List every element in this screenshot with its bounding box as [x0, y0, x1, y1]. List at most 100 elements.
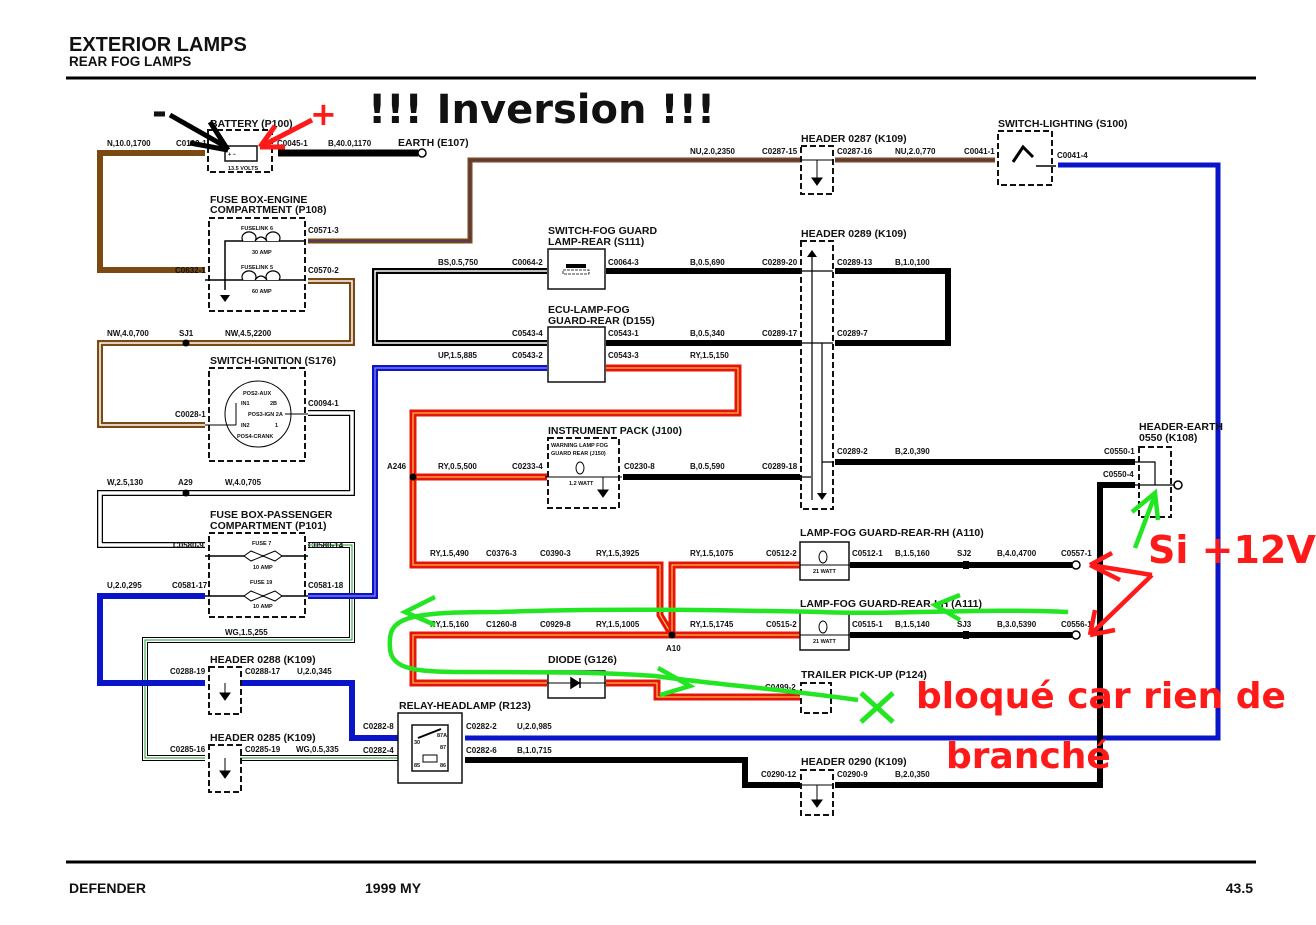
wire-labels: N,10.0,1700 B,40.0,1170 NW,4.0,700 NW,4.… [107, 139, 1037, 779]
switch-icon [566, 264, 586, 268]
relay-pin-87: 87 [440, 745, 446, 751]
ecu-label-2: GUARD-REAR (D155) [548, 315, 655, 327]
splice-label: SJ1 [179, 329, 194, 338]
fuse-icon [243, 590, 283, 602]
header0289-label: HEADER 0289 (K109) [801, 228, 907, 240]
wire-label: RY,1.5,3925 [596, 549, 640, 558]
wire-nw-tracer [99, 280, 353, 426]
connector-label: C0287-16 [837, 147, 873, 156]
connector-label: C0289-18 [762, 462, 798, 471]
connector-label: C0929-8 [540, 620, 571, 629]
switch-fog-box [547, 248, 606, 290]
wire-label: B,0.5,690 [690, 258, 725, 267]
connector-label: C0233-4 [512, 462, 543, 471]
connector-label: C0556-1 [1061, 620, 1092, 629]
header0290-box [800, 769, 834, 816]
fuselink-icon [241, 270, 281, 281]
connector-label: C0289-17 [762, 329, 798, 338]
wire-u-345 [240, 680, 398, 741]
footer-model: DEFENDER [69, 880, 146, 896]
ign-in1: IN1 [241, 401, 250, 407]
header0287-label: HEADER 0287 (K109) [801, 133, 907, 145]
splice-sj1 [182, 339, 190, 347]
bulb-icon [818, 620, 828, 634]
connector-label: C0290-9 [837, 770, 868, 779]
header0287-box [800, 145, 834, 195]
splice-a29 [182, 489, 190, 497]
diagram-subtitle: REAR FOG LAMPS [69, 54, 191, 69]
connector-label: C0028-1 [175, 410, 206, 419]
ground-arrow-icon [597, 477, 609, 498]
connector-label: C0282-8 [363, 722, 394, 731]
ground-arrow-icon [219, 683, 231, 779]
splice-sj3 [963, 631, 969, 639]
relay-pin-86: 86 [440, 763, 446, 769]
relay-pin-87a: 87A [437, 733, 447, 739]
wire-label: NW,4.0,700 [107, 329, 149, 338]
connector-label: C0543-3 [608, 351, 639, 360]
battery-terminals: + − [228, 152, 236, 158]
fusebox-passenger-label: FUSE BOX-PASSENGER [210, 509, 333, 521]
header0285-box [208, 744, 242, 793]
switch-fog-label: SWITCH-FOG GUARD [548, 225, 657, 237]
wire-b-715 [465, 757, 800, 788]
wire-label: BS,0.5,750 [438, 258, 479, 267]
connector-label: C0557-1 [1061, 549, 1092, 558]
connector-label: C0094-1 [308, 399, 339, 408]
instrument-label: INSTRUMENT PACK (J100) [548, 425, 682, 437]
wire-label: WG,1.5,255 [225, 628, 268, 637]
wire-label: U,2.0,985 [517, 722, 552, 731]
watt12-label: 1.2 WATT [569, 481, 594, 487]
components: + − BATTERY (P100) 13.5 VOLTS EARTH (E10… [205, 118, 1223, 816]
wire-ry-group [409, 364, 800, 701]
splice-label: A29 [178, 478, 193, 487]
wire-label: U,2.0,295 [107, 581, 142, 590]
wire-w-core [98, 411, 354, 547]
wire-label: NW,4.5,2200 [225, 329, 272, 338]
splice-label: A10 [666, 644, 681, 653]
wire-ry-tracer [412, 367, 739, 636]
battery-volts: 13.5 VOLTS [228, 166, 258, 172]
footer-year: 1999 MY [365, 880, 422, 896]
connector-label: C0515-1 [852, 620, 883, 629]
connector-label: C0512-1 [852, 549, 883, 558]
earth-eyelet-icon [1173, 480, 1183, 490]
red-arrow-icon [257, 117, 314, 150]
red-arrows-icon [1087, 551, 1154, 638]
relay-pin-85: 85 [414, 763, 420, 769]
wire-up-tracer [308, 367, 547, 597]
diode-label: DIODE (G126) [548, 654, 617, 666]
battery-label: BATTERY (P100) [210, 118, 293, 130]
fuselink-icon [241, 231, 281, 242]
switch-fog-label-2: LAMP-REAR (S111) [548, 236, 644, 248]
trailer-label: TRAILER PICK-UP (P124) [801, 669, 927, 681]
connector-label: C0543-4 [512, 329, 543, 338]
earth-label: EARTH (E107) [398, 137, 469, 149]
wire-label: RY,1.5,160 [430, 620, 469, 629]
connector-label: C0632-1 [175, 266, 206, 275]
green-arrow-icon [399, 592, 962, 698]
wire-label: B,0.5,340 [690, 329, 725, 338]
ecu-box [547, 326, 606, 383]
wire-u-295 [97, 593, 205, 686]
ecu-label: ECU-LAMP-FOG [548, 304, 630, 316]
connector-labels: C0192-1 C0045-1 C0571-3 C0632-1 C0570-2 … [170, 139, 1135, 779]
connector-label: C0543-2 [512, 351, 543, 360]
bulb-icon [818, 550, 828, 564]
connector-label: C0289-20 [762, 258, 798, 267]
connector-label: C0580-9 [173, 541, 204, 550]
connector-label: C0288-17 [245, 667, 281, 676]
blocked-annotation: bloqué car rien de [916, 676, 1286, 717]
watt21a-label: 21 WATT [813, 569, 836, 575]
connector-label: C0390-3 [540, 549, 571, 558]
connector-label: C0515-2 [766, 620, 797, 629]
header0288-label: HEADER 0288 (K109) [210, 654, 316, 666]
si12v-annotation: Si +12V [1148, 528, 1316, 572]
header-earth-label: HEADER-EARTH [1139, 421, 1223, 433]
fuselink6-label: FUSELINK 6 [241, 226, 273, 232]
connector-label: C0045-1 [277, 139, 308, 148]
connector-label: C0580-14 [308, 541, 344, 550]
connector-label: C0550-1 [1104, 447, 1135, 456]
wire-label: RY,1.5,1005 [596, 620, 640, 629]
